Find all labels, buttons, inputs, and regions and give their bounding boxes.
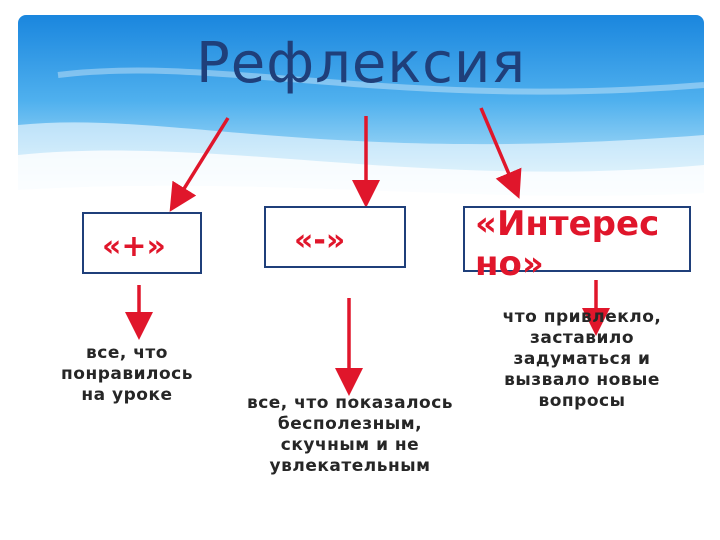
minus-label: «-» [294,223,346,258]
minus-description: все, что показалось бесполезным, скучным… [246,393,454,476]
interesting-description: что привлекло, заставило задуматься и вы… [502,307,662,411]
arrow-title-to-interesting [479,107,522,199]
page-title: Рефлексия [196,31,527,96]
interesting-box: «Интерес но» [463,204,691,284]
arrow-title-to-plus [169,117,230,212]
plus-box: «+» [82,212,202,274]
minus-box: «-» [264,206,406,268]
interesting-label: «Интерес но» [475,204,660,284]
plus-description: все, что понравилось на уроке [61,343,193,405]
plus-label: «+» [102,229,166,264]
